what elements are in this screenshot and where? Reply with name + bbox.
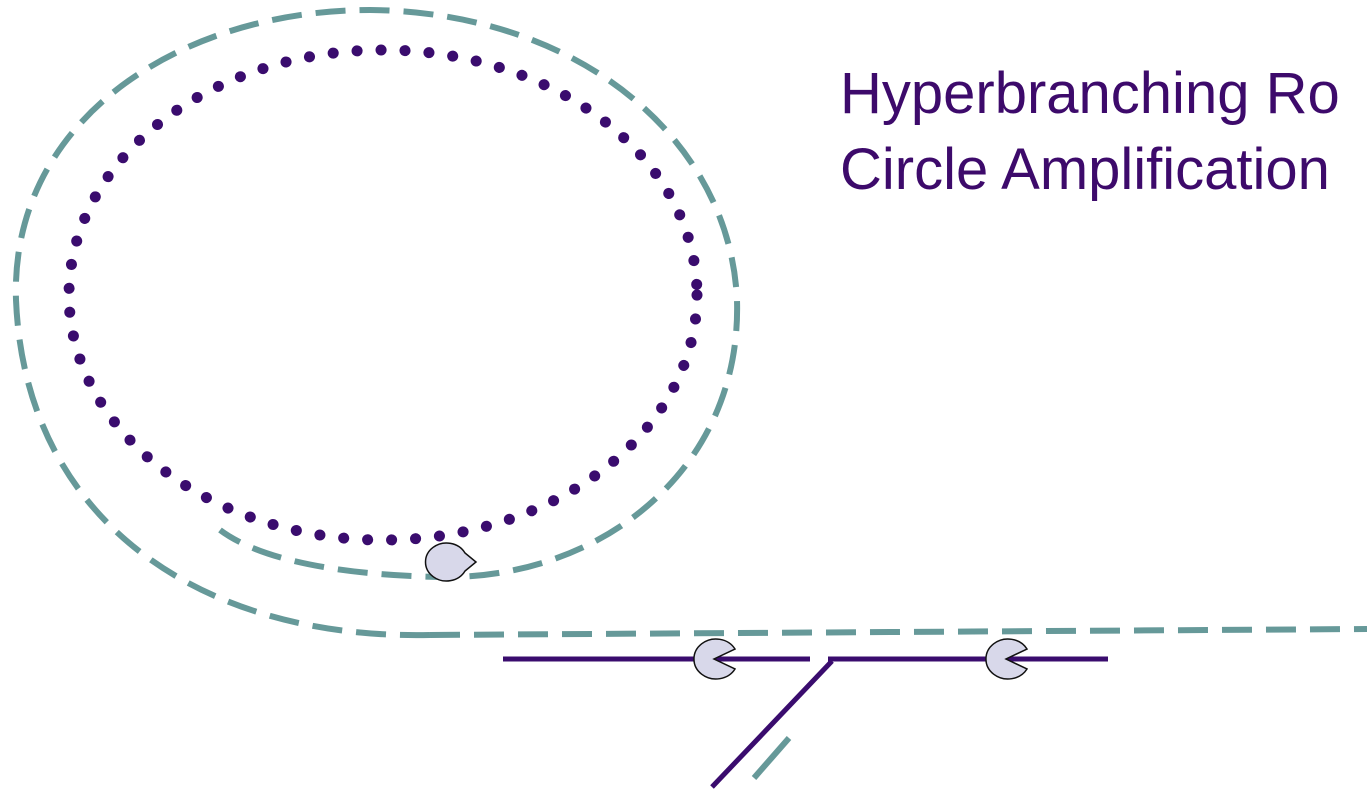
title-line-2: Circle Amplification [840,137,1330,202]
polymerase-left-icon [693,638,737,680]
branch-teal-strand [751,736,792,780]
polymerase-on-circle-icon [424,542,478,582]
circular-template [63,44,703,546]
polymerase-right-icon [985,638,1029,680]
title-line-1: Hyperbranching Ro [840,61,1340,126]
teal-tail [429,626,1367,638]
rolling-circle-product [12,6,741,639]
branch-strand [710,659,834,789]
